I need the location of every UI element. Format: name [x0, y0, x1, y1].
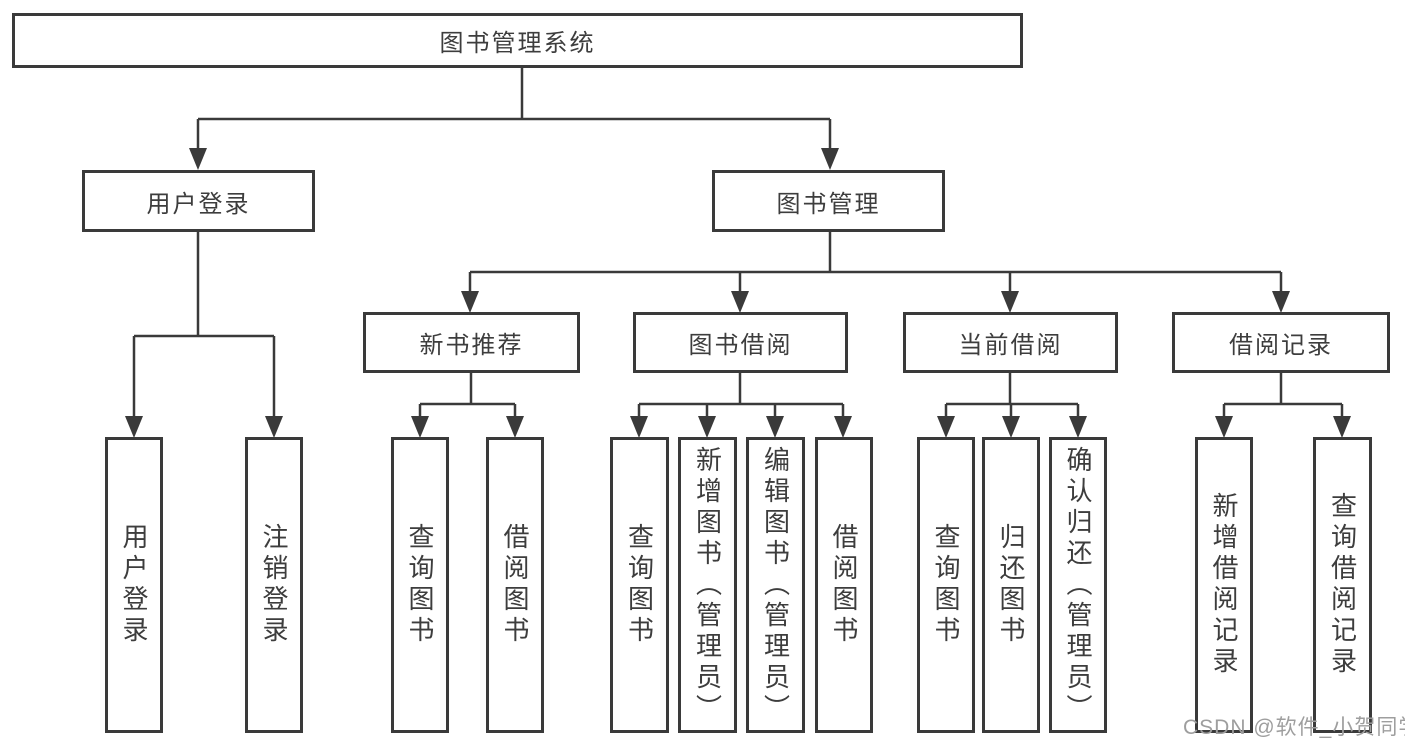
leaf-edit-book-admin: 编辑图书（管理员） [746, 437, 805, 733]
leaf-user-login: 用户登录 [105, 437, 163, 733]
leaf-edit-book-admin-label: 编辑图书（管理员） [760, 445, 791, 725]
leaf-query-borrow-record-label: 查询借阅记录 [1327, 492, 1358, 678]
node-new-book-recommendation: 新书推荐 [363, 312, 580, 373]
csdn-watermark: CSDN @软件_小贺同学 [1183, 716, 1405, 739]
leaf-query-books-borrowing: 查询图书 [610, 437, 669, 733]
node-user-login-label: 用户登录 [146, 190, 251, 218]
node-book-management-label: 图书管理 [776, 190, 881, 218]
node-borrowing-records: 借阅记录 [1172, 312, 1390, 373]
leaf-logout-login-label: 注销登录 [259, 523, 289, 647]
leaf-query-books-current: 查询图书 [917, 437, 975, 733]
leaf-return-books: 归还图书 [982, 437, 1040, 733]
leaf-add-book-admin-label: 新增图书（管理员） [692, 445, 723, 725]
leaf-confirm-return-admin: 确认归还（管理员） [1049, 437, 1107, 733]
leaf-query-books-borrowing-label: 查询图书 [624, 523, 655, 647]
leaf-borrow-books-label: 借阅图书 [829, 523, 859, 647]
leaf-user-login-label: 用户登录 [119, 523, 149, 647]
leaf-borrow-books: 借阅图书 [815, 437, 873, 733]
node-user-login: 用户登录 [82, 170, 315, 232]
leaf-add-borrow-record: 新增借阅记录 [1195, 437, 1253, 733]
leaf-query-books-recommend-label: 查询图书 [405, 523, 435, 647]
node-book-management: 图书管理 [712, 170, 945, 232]
leaf-query-books-recommend: 查询图书 [391, 437, 449, 733]
leaf-return-books-label: 归还图书 [996, 523, 1026, 647]
node-library-system-label: 图书管理系统 [439, 30, 596, 57]
leaf-query-books-current-label: 查询图书 [931, 523, 961, 647]
node-library-system: 图书管理系统 [12, 13, 1023, 68]
node-current-borrowing: 当前借阅 [903, 312, 1118, 373]
leaf-confirm-return-admin-label: 确认归还（管理员） [1063, 445, 1093, 725]
node-new-book-recommendation-label: 新书推荐 [419, 332, 524, 359]
leaf-logout-login: 注销登录 [245, 437, 303, 733]
leaf-add-borrow-record-label: 新增借阅记录 [1209, 492, 1239, 678]
leaf-borrow-books-recommend: 借阅图书 [486, 437, 544, 733]
node-book-borrowing-label: 图书借阅 [688, 332, 793, 359]
leaf-borrow-books-recommend-label: 借阅图书 [500, 523, 530, 647]
arrowhead-icons [125, 148, 1351, 438]
leaf-query-borrow-record: 查询借阅记录 [1313, 437, 1372, 733]
node-book-borrowing: 图书借阅 [633, 312, 848, 373]
leaf-add-book-admin: 新增图书（管理员） [678, 437, 737, 733]
node-current-borrowing-label: 当前借阅 [958, 332, 1063, 359]
node-borrowing-records-label: 借阅记录 [1229, 332, 1333, 359]
